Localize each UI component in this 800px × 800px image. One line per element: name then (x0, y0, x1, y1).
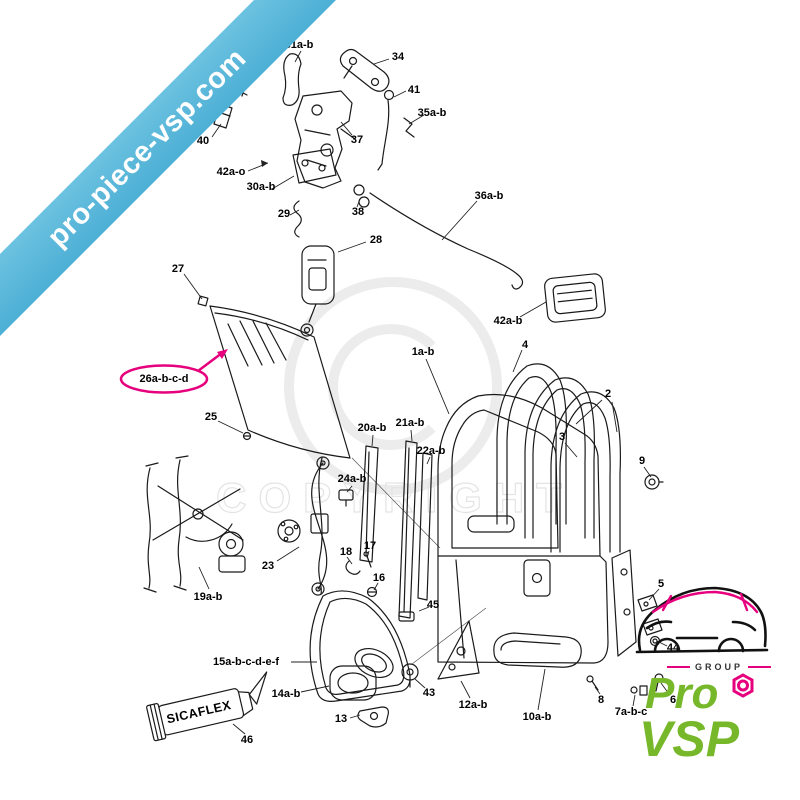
part-label-27: 27 (171, 263, 185, 275)
part-label-18: 18 (339, 546, 353, 558)
part-label-46: 46 (240, 734, 254, 746)
part-label-16: 16 (372, 572, 386, 584)
part-regulator-19 (143, 455, 246, 593)
part-label-26a-b-c-d: 26a-b-c-d (139, 373, 189, 385)
part-label-25: 25 (204, 411, 218, 423)
part-label-10a-b: 10a-b (522, 711, 552, 723)
part-label-40: 40 (196, 135, 210, 147)
part-label-5: 5 (657, 578, 665, 590)
part-handle-34 (339, 48, 390, 92)
part-bracket-12 (437, 620, 480, 680)
highlight-26-ellipse (119, 349, 228, 394)
part-grommet-9 (644, 474, 664, 490)
part-label-20a-b: 20a-b (357, 422, 387, 434)
part-channel-22 (417, 452, 433, 601)
part-window-glass-26 (209, 305, 351, 459)
part-label-29: 29 (277, 208, 291, 220)
part-label-23: 23 (261, 560, 275, 572)
part-regulator-23 (277, 456, 330, 596)
part-armrest-10 (493, 632, 582, 668)
part-hook-29 (293, 200, 302, 238)
part-label-42a-o: 42a-o (216, 166, 246, 178)
part-label-30a-b: 30a-b (246, 181, 276, 193)
part-label-7a-b-c: 7a-b-c (614, 706, 648, 718)
copyright-text: COPYRIGHT (216, 474, 574, 521)
part-plate-30 (292, 148, 337, 184)
part-label-13: 13 (334, 713, 348, 725)
part-door-endcap (611, 549, 637, 657)
part-bolt-25 (242, 431, 252, 441)
part-label-14a-b: 14a-b (271, 688, 301, 700)
part-label-42a-b: 42a-b (493, 315, 523, 327)
part-cap-45 (398, 611, 415, 622)
part-label-41: 41 (407, 84, 421, 96)
part-label-17: 17 (363, 540, 377, 552)
part-link-38 (353, 184, 370, 208)
part-clip-18 (345, 560, 361, 575)
logo-pro-text: Pro (645, 669, 719, 718)
part-plate-42 (544, 273, 606, 323)
part-label-15a-b-c-d-e-f: 15a-b-c-d-e-f (212, 656, 280, 668)
part-label-22a-b: 22a-b (416, 445, 446, 457)
provsp-car-logo (635, 586, 769, 698)
part-clip-35 (403, 117, 415, 138)
part-bracket-24 (338, 489, 354, 507)
part-label-9: 9 (638, 455, 646, 467)
leader-lines (183, 50, 670, 735)
part-trim-panel-15 (309, 590, 411, 702)
part-gasket-31 (282, 53, 302, 106)
part-label-6: 6 (669, 694, 677, 706)
part-label-19a-b: 19a-b (193, 591, 223, 603)
part-actuator-28 (300, 245, 335, 337)
part-label-8: 8 (597, 694, 605, 706)
part-window-frames (496, 363, 621, 553)
logo-vsp-text: VSP (639, 711, 740, 767)
part-label-35a-b: 35a-b (417, 107, 447, 119)
part-label-2: 2 (604, 388, 612, 400)
part-pin-17 (363, 551, 372, 568)
part-label-3: 3 (558, 431, 566, 443)
alignment-lines (351, 457, 487, 665)
part-bezel-14 (329, 665, 377, 701)
logo-group-row: GROUP (667, 662, 772, 672)
part-label-4: 4 (521, 339, 529, 351)
part-knob-43 (401, 663, 419, 688)
part-label-43: 43 (422, 687, 436, 699)
part-label-34: 34 (391, 51, 405, 63)
logo-group-text: GROUP (695, 662, 744, 672)
part-channel-21 (398, 440, 418, 619)
part-label-21a-b: 21a-b (395, 417, 425, 429)
part-rod-36 (369, 192, 524, 290)
copyright-watermark: COPYRIGHT (216, 277, 574, 522)
part-screw-16 (366, 586, 378, 598)
part-fasteners-7 (630, 685, 648, 696)
gear-icon (732, 673, 754, 698)
part-label-28: 28 (369, 234, 383, 246)
part-rod-41 (377, 89, 395, 171)
part-label-45: 45 (426, 599, 440, 611)
part-bracket-13 (357, 706, 389, 728)
part-clip-27 (197, 295, 209, 307)
provsp-logo: GROUP Pro VSP (615, 578, 800, 788)
part-label-38: 38 (351, 206, 365, 218)
part-label-37: 37 (350, 134, 364, 146)
group-rule-right (748, 666, 772, 668)
part-bolt-6 (654, 673, 664, 692)
part-label-1a-b: 1a-b (411, 346, 435, 358)
part-label-36a-b: 36a-b (474, 190, 504, 202)
part-sealant-tube-46: SICAFLEX (146, 671, 268, 742)
part-channel-20 (359, 445, 379, 563)
part-hinges-5 (637, 594, 663, 636)
part-label-12a-b: 12a-b (458, 699, 488, 711)
parts-linework: SICAFLEX (143, 48, 664, 742)
group-rule-left (667, 666, 690, 668)
part-screw-8 (586, 675, 599, 691)
part-label-24a-b: 24a-b (337, 473, 367, 485)
